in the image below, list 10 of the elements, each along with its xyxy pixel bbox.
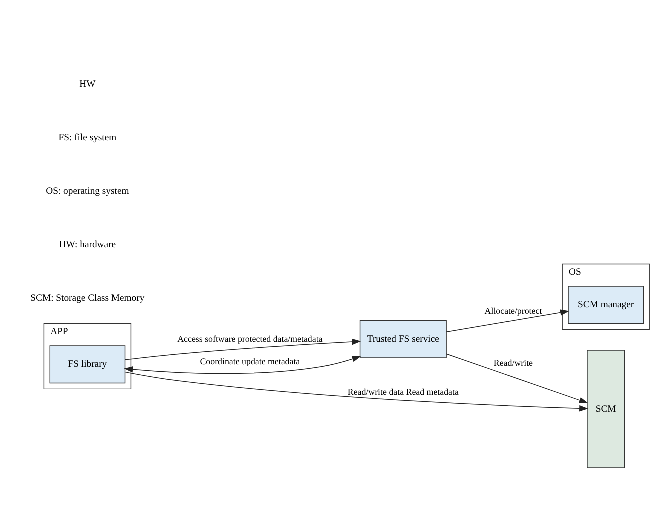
edge-label: Coordinate update metadata [200,356,300,366]
edge-label: Allocate/protect [484,306,542,316]
label: OS: operating system [46,186,130,197]
label: SCM: Storage Class Memory [30,292,145,304]
label: FS: file system [58,132,117,144]
label: HW [80,78,96,90]
edge-label: Read/write data Read metadata [348,386,459,397]
label: HW: hardware [59,239,116,250]
edge-label: Access software protected data/metadata [178,334,323,344]
edge-label: Read/write [494,358,534,368]
